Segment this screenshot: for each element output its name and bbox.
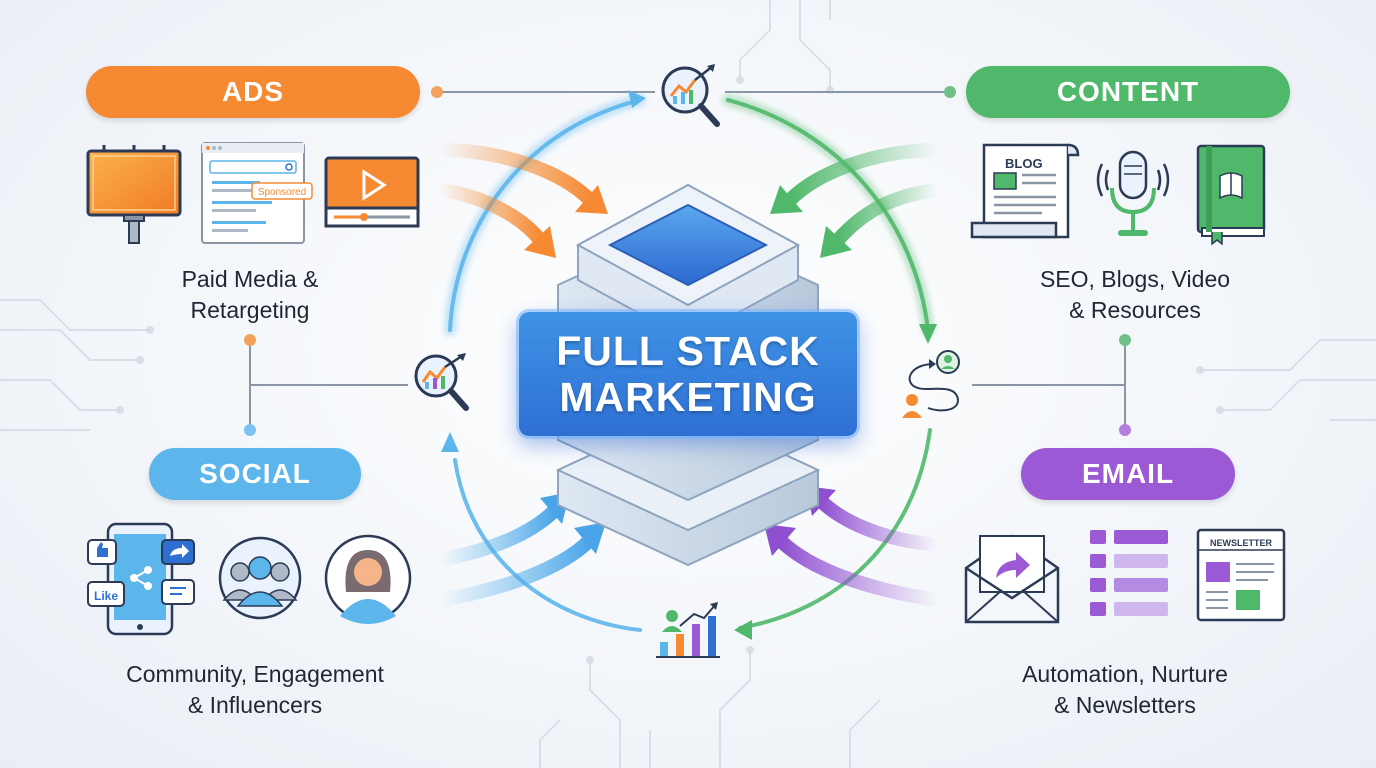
list-icon [1090,530,1168,616]
flow-arrows-social [433,492,606,607]
flow-arrows-ads [433,143,608,258]
email-envelope-icon [964,534,1060,624]
ads-desc-line2: Retargeting [190,297,310,323]
connector-lines [249,91,1126,430]
social-desc-line2: & Influencers [187,692,323,718]
flow-arrows-content [770,143,945,258]
social-pill: SOCIAL [149,448,361,500]
blog-icon [970,143,1080,239]
analytics-magnifier-icon [414,353,469,411]
ads-pill: ADS [86,66,420,118]
ads-description: Paid Media & Retargeting [150,264,350,326]
email-desc-line1: Automation, Nurture [1022,661,1228,687]
social-desc-line1: Community, Engagement [126,661,384,687]
like-label: Like [94,589,118,603]
newsletter-label: NEWSLETTER [1210,538,1272,548]
community-icon [218,536,302,620]
email-pill: EMAIL [1021,448,1235,500]
newsletter-icon [1196,528,1286,622]
center-title-line2: MARKETING [559,374,817,420]
social-description: Community, Engagement & Influencers [90,659,420,721]
growth-chart-icon [656,602,720,658]
center-title: FULL STACK MARKETING [519,312,857,436]
email-desc-line2: & Newsletters [1054,692,1196,718]
user-journey-icon [902,350,960,418]
content-description: SEO, Blogs, Video & Resources [1010,264,1260,326]
podcast-mic-icon [1096,150,1170,236]
ebook-icon [1196,144,1266,246]
analytics-magnifier-icon [661,64,720,127]
social-phone-icon [87,522,195,636]
center-title-line1: FULL STACK [556,328,820,374]
flow-arrows-email [764,486,945,607]
content-pill: CONTENT [966,66,1290,118]
billboard-icon [86,145,182,244]
connector-dots [244,86,1131,436]
blog-label: BLOG [1005,156,1043,171]
ads-desc-line1: Paid Media & [181,266,319,292]
content-desc-line2: & Resources [1069,297,1201,323]
sponsored-tag: Sponsored [258,187,306,198]
video-icon [324,156,420,228]
content-desc-line1: SEO, Blogs, Video [1039,266,1231,292]
cycle-arrowheads [441,90,937,640]
influencer-icon [324,534,412,624]
email-description: Automation, Nurture & Newsletters [985,659,1265,721]
